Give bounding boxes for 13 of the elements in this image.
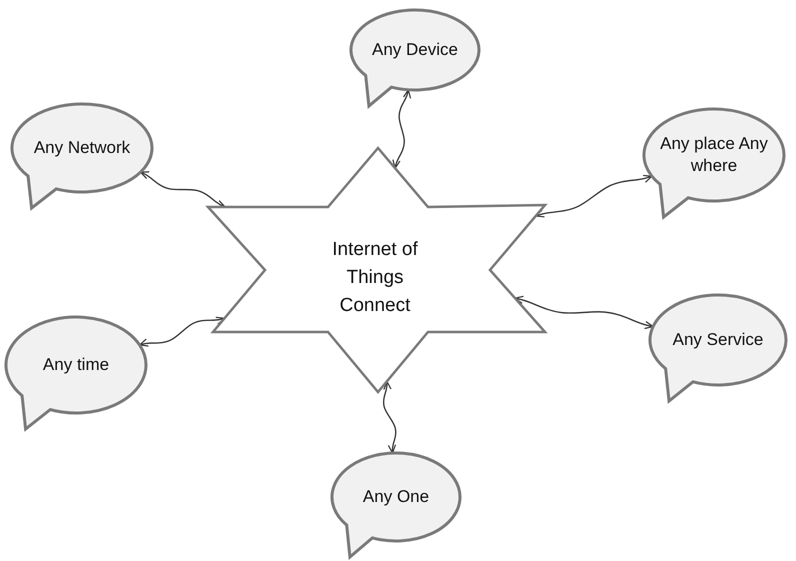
node-label: Any One [362,486,430,508]
node-label: Any place Any where [659,133,769,177]
wavy-arrow [383,380,396,454]
node-label: Any Service [672,329,764,351]
wavy-arrow [139,316,226,347]
wavy-arrow [140,171,226,208]
node-label: Internet of Things Connect [331,238,419,318]
node-label: Any Device [371,39,459,61]
wavy-arrow [514,296,654,330]
node-label: Any Network [32,137,132,159]
node-label: Any time [42,354,110,376]
wavy-arrow [392,89,412,169]
wavy-arrow [535,174,652,218]
